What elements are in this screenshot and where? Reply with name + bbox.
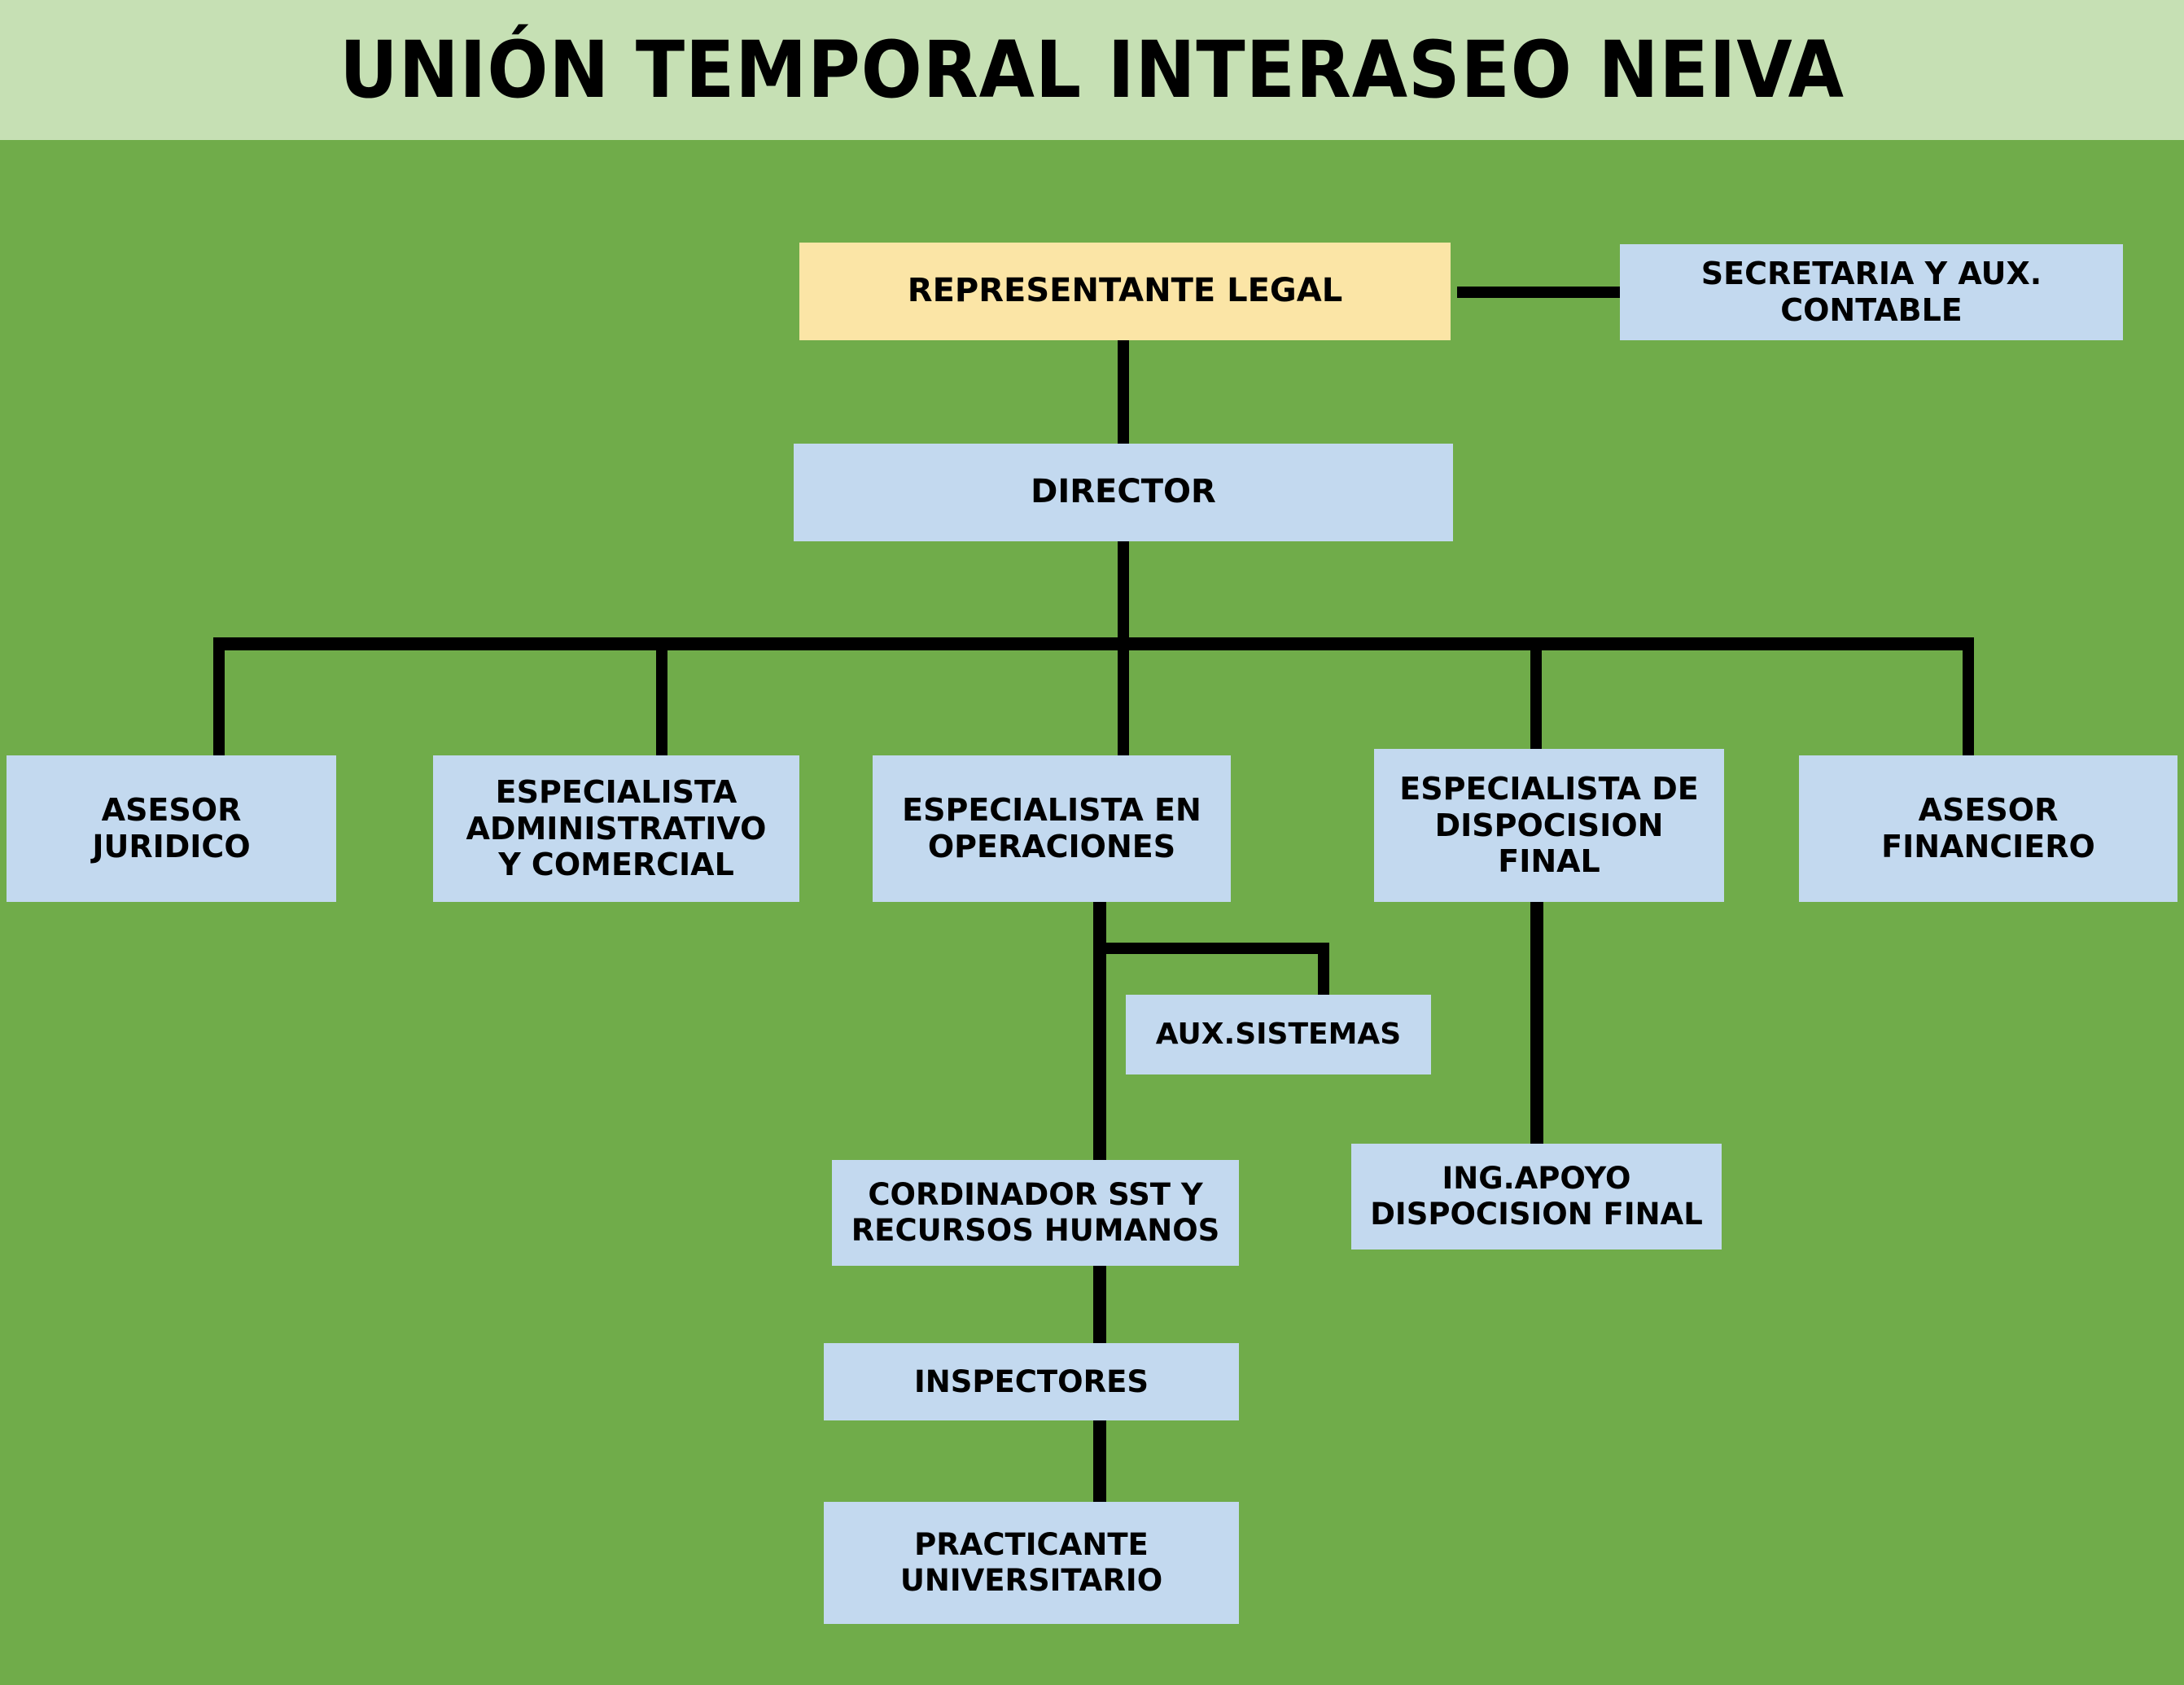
node-director-label: DIRECTOR xyxy=(1031,473,1216,511)
node-ing-apoyo-disposicion-final[interactable]: ING.APOYO DISPOCISION FINAL xyxy=(1351,1144,1722,1250)
connector-bus-drop-esp-disposicion xyxy=(1530,649,1542,756)
node-cordinador-sst-recursos-humanos[interactable]: CORDINADOR SST Y RECURSOS HUMANOS xyxy=(832,1160,1239,1266)
node-asesor-financiero-label: ASESOR FINANCIERO xyxy=(1881,792,2095,864)
connector-representante-to-director xyxy=(1118,340,1129,446)
node-asesor-juridico[interactable]: ASESOR JURIDICO xyxy=(7,755,336,902)
connector-inspectores-to-practicante xyxy=(1093,1420,1106,1510)
node-inspectores[interactable]: INSPECTORES xyxy=(824,1343,1239,1420)
node-representante-legal-label: REPRESENTANTE LEGAL xyxy=(907,272,1343,310)
node-director[interactable]: DIRECTOR xyxy=(794,444,1453,541)
node-secretaria-aux-contable[interactable]: SECRETARIA Y AUX. CONTABLE xyxy=(1620,244,2123,340)
connector-director-stem xyxy=(1118,540,1129,637)
node-asesor-juridico-label: ASESOR JURIDICO xyxy=(92,792,251,864)
node-cordinador-sst-recursos-humanos-label: CORDINADOR SST Y RECURSOS HUMANOS xyxy=(851,1177,1220,1248)
node-especialista-disposicion-final[interactable]: ESPECIALISTA DE DISPOCISION FINAL xyxy=(1374,749,1724,902)
node-practicante-universitario-label: PRACTICANTE UNIVERSITARIO xyxy=(899,1527,1163,1598)
node-especialista-administrativo-comercial-label: ESPECIALISTA ADMINISTRATIVO Y COMERCIAL xyxy=(466,773,767,883)
node-aux-sistemas[interactable]: AUX.SISTEMAS xyxy=(1126,995,1431,1074)
node-inspectores-label: INSPECTORES xyxy=(913,1363,1149,1399)
connector-disposicion-to-ingapoyo xyxy=(1530,887,1543,1148)
connector-bus-drop-esp-operaciones xyxy=(1118,649,1129,756)
title-banner xyxy=(0,0,2184,140)
connector-operaciones-to-auxsistemas-horizontal xyxy=(1093,943,1329,954)
node-aux-sistemas-label: AUX.SISTEMAS xyxy=(1155,1017,1402,1051)
connector-operaciones-spine xyxy=(1093,895,1106,1164)
node-ing-apoyo-disposicion-final-label: ING.APOYO DISPOCISION FINAL xyxy=(1370,1161,1703,1232)
node-especialista-operaciones[interactable]: ESPECIALISTA EN OPERACIONES xyxy=(873,755,1231,902)
node-especialista-operaciones-label: ESPECIALISTA EN OPERACIONES xyxy=(902,792,1201,864)
node-secretaria-aux-contable-label: SECRETARIA Y AUX. CONTABLE xyxy=(1700,256,2042,328)
connector-director-bus xyxy=(213,637,1974,650)
connector-representante-to-secretaria xyxy=(1457,287,1620,298)
node-especialista-disposicion-final-label: ESPECIALISTA DE DISPOCISION FINAL xyxy=(1399,770,1699,880)
connector-bus-drop-asesor-financiero xyxy=(1963,649,1974,756)
connector-cordinador-to-inspectores xyxy=(1093,1263,1106,1353)
page-title: UNIÓN TEMPORAL INTERASEO NEIVA xyxy=(339,24,1845,116)
node-asesor-financiero[interactable]: ASESOR FINANCIERO xyxy=(1799,755,2177,902)
connector-operaciones-to-auxsistemas-vertical xyxy=(1318,943,1329,1000)
connector-bus-drop-asesor-juridico xyxy=(213,649,225,756)
connector-bus-drop-esp-admin xyxy=(656,649,667,756)
node-especialista-administrativo-comercial[interactable]: ESPECIALISTA ADMINISTRATIVO Y COMERCIAL xyxy=(433,755,799,902)
node-representante-legal[interactable]: REPRESENTANTE LEGAL xyxy=(799,243,1451,340)
node-practicante-universitario[interactable]: PRACTICANTE UNIVERSITARIO xyxy=(824,1502,1239,1624)
